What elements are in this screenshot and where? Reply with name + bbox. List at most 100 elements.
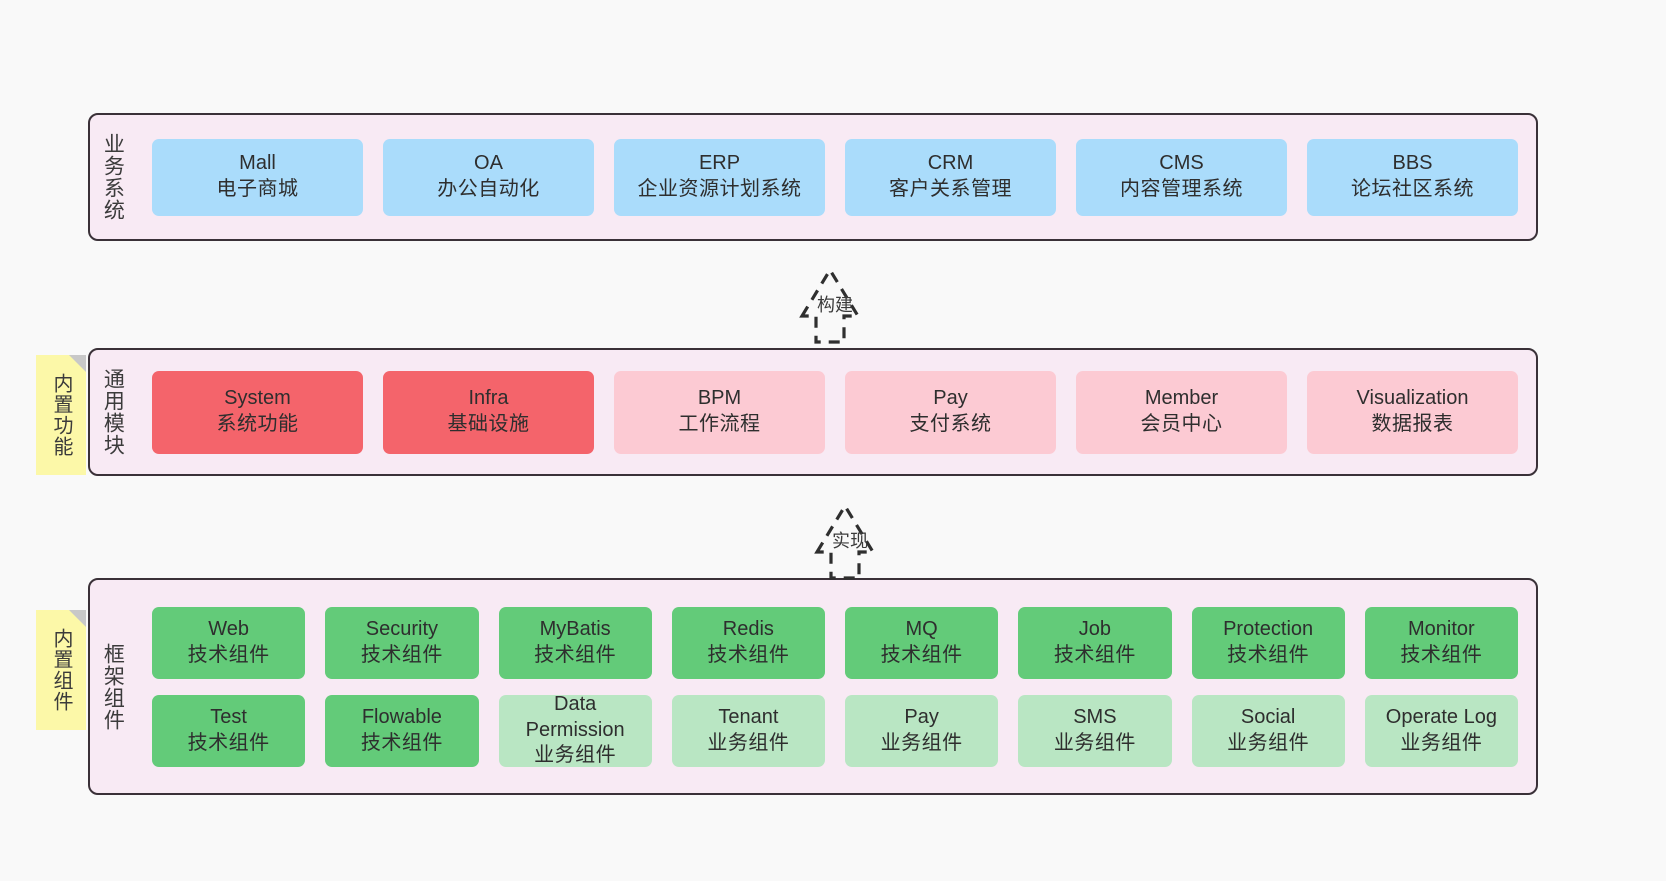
card-social[interactable]: Social 业务组件 (1191, 694, 1345, 767)
sticky-fold-corner (69, 355, 86, 372)
layer-framework-components: 框架组件 Web 技术组件 Security 技术组件 MyBatis 技术组件… (88, 578, 1538, 795)
card-title-en: Data Permission (525, 693, 625, 741)
card-title-cn: 业务组件 (534, 744, 617, 767)
card-redis[interactable]: Redis 技术组件 (671, 606, 825, 679)
card-bbs[interactable]: BBS 论坛社区系统 (1307, 138, 1518, 216)
card-title-en: Operate Log (1385, 705, 1497, 728)
card-title-cn: 会员中心 (1140, 413, 1223, 435)
card-pay-module[interactable]: Pay 支付系统 (845, 370, 1056, 454)
card-test[interactable]: Test 技术组件 (152, 694, 306, 767)
card-title-en: Monitor (1408, 617, 1475, 640)
card-title-en: MyBatis (539, 617, 611, 640)
card-title-cn: 技术组件 (534, 643, 617, 666)
card-title-cn: 支付系统 (909, 413, 992, 435)
card-title-cn: 企业资源计划系统 (637, 178, 802, 200)
layer-title-business: 业务系统 (101, 133, 125, 221)
card-title-en: Web (208, 617, 249, 640)
card-title-cn: 技术组件 (1400, 643, 1483, 666)
layer-common-modules: 通用模块 System 系统功能 Infra 基础设施 BPM 工作流程 Pay… (88, 348, 1538, 476)
card-title-en: Security (365, 617, 438, 640)
card-system[interactable]: System 系统功能 (152, 370, 363, 454)
card-title-en: ERP (698, 152, 741, 175)
card-title-cn: 技术组件 (707, 643, 790, 666)
card-title-en: Member (1144, 387, 1219, 410)
card-title-en: CRM (927, 152, 974, 175)
sticky-note-label: 内置组件 (50, 628, 72, 712)
sticky-note-builtin-features: 内置功能 (36, 355, 86, 475)
card-mybatis[interactable]: MyBatis 技术组件 (498, 606, 652, 679)
card-title-en: Tenant (718, 705, 779, 728)
layer-title-framework: 框架组件 (101, 642, 125, 731)
card-visualization[interactable]: Visualization 数据报表 (1307, 370, 1518, 454)
card-title-en: CMS (1159, 152, 1204, 175)
connector-label-build: 构建 (817, 295, 853, 315)
card-title-en: Redis (722, 617, 774, 640)
card-title-cn: 技术组件 (880, 643, 963, 666)
card-title-cn: 系统功能 (216, 413, 299, 435)
card-data-permission[interactable]: Data Permission 业务组件 (498, 693, 652, 767)
card-title-cn: 业务组件 (1400, 731, 1483, 754)
card-title-en: System (224, 387, 291, 410)
card-title-cn: 技术组件 (360, 643, 443, 666)
card-operate-log[interactable]: Operate Log 业务组件 (1364, 694, 1518, 767)
sticky-note-builtin-components: 内置组件 (36, 610, 86, 730)
card-title-cn: 工作流程 (678, 413, 761, 435)
card-flowable[interactable]: Flowable 技术组件 (325, 694, 479, 767)
card-mq[interactable]: MQ 技术组件 (845, 606, 999, 679)
card-title-en: Job (1078, 617, 1111, 640)
card-title-cn: 基础设施 (447, 413, 530, 435)
sticky-fold-corner (69, 610, 86, 627)
layer-body-business: Mall 电子商城 OA 办公自动化 ERP 企业资源计划系统 CRM 客户关系… (134, 115, 1536, 239)
card-title-en: Visualization (1356, 387, 1469, 410)
card-infra[interactable]: Infra 基础设施 (383, 370, 594, 454)
framework-row-technical: Web 技术组件 Security 技术组件 MyBatis 技术组件 Redi… (142, 606, 1528, 679)
card-title-cn: 技术组件 (187, 731, 270, 754)
layer-body-framework: Web 技术组件 Security 技术组件 MyBatis 技术组件 Redi… (134, 580, 1536, 793)
card-crm[interactable]: CRM 客户关系管理 (845, 138, 1056, 216)
card-title-en: Test (210, 705, 247, 728)
card-erp[interactable]: ERP 企业资源计划系统 (614, 138, 825, 216)
card-title-cn: 技术组件 (1053, 643, 1136, 666)
card-title-en: Flowable (361, 705, 442, 728)
layer-body-modules: System 系统功能 Infra 基础设施 BPM 工作流程 Pay 支付系统… (134, 350, 1536, 474)
card-title-cn: 业务组件 (880, 731, 963, 754)
card-title-en: Social (1240, 705, 1296, 728)
card-title-en: Infra (468, 387, 509, 410)
card-security[interactable]: Security 技术组件 (325, 606, 479, 679)
card-title-en: Pay (933, 387, 968, 410)
connector-label-implement: 实现 (832, 531, 868, 551)
arrow-outline (814, 502, 876, 580)
card-title-cn: 办公自动化 (437, 178, 540, 200)
card-sms[interactable]: SMS 业务组件 (1018, 694, 1172, 767)
card-monitor[interactable]: Monitor 技术组件 (1364, 606, 1518, 679)
card-title-cn: 业务组件 (707, 731, 790, 754)
card-job[interactable]: Job 技术组件 (1018, 606, 1172, 679)
card-title-cn: 电子商城 (216, 178, 299, 200)
card-oa[interactable]: OA 办公自动化 (383, 138, 594, 216)
card-mall[interactable]: Mall 电子商城 (152, 138, 363, 216)
card-title-cn: 业务组件 (1227, 731, 1310, 754)
card-pay-component[interactable]: Pay 业务组件 (845, 694, 999, 767)
card-title-cn: 论坛社区系统 (1351, 178, 1474, 200)
connector-arrow-implement (814, 502, 876, 580)
card-title-cn: 业务组件 (1053, 731, 1136, 754)
card-protection[interactable]: Protection 技术组件 (1191, 606, 1345, 679)
card-title-en: OA (474, 152, 503, 175)
card-title-en: Pay (904, 705, 939, 728)
card-title-en: Mall (239, 152, 276, 175)
card-member[interactable]: Member 会员中心 (1076, 370, 1287, 454)
card-title-en: SMS (1073, 705, 1117, 728)
card-title-cn: 技术组件 (1227, 643, 1310, 666)
sticky-note-label: 内置功能 (50, 373, 72, 457)
layer-business-systems: 业务系统 Mall 电子商城 OA 办公自动化 ERP 企业资源计划系统 CRM… (88, 113, 1538, 241)
card-web[interactable]: Web 技术组件 (152, 606, 306, 679)
card-bpm[interactable]: BPM 工作流程 (614, 370, 825, 454)
layer-title-modules: 通用模块 (101, 368, 125, 456)
card-title-en: BBS (1392, 152, 1433, 175)
card-tenant[interactable]: Tenant 业务组件 (671, 694, 825, 767)
card-title-cn: 内容管理系统 (1120, 178, 1243, 200)
card-title-en: Protection (1223, 617, 1314, 640)
card-cms[interactable]: CMS 内容管理系统 (1076, 138, 1287, 216)
card-title-cn: 数据报表 (1371, 413, 1454, 435)
